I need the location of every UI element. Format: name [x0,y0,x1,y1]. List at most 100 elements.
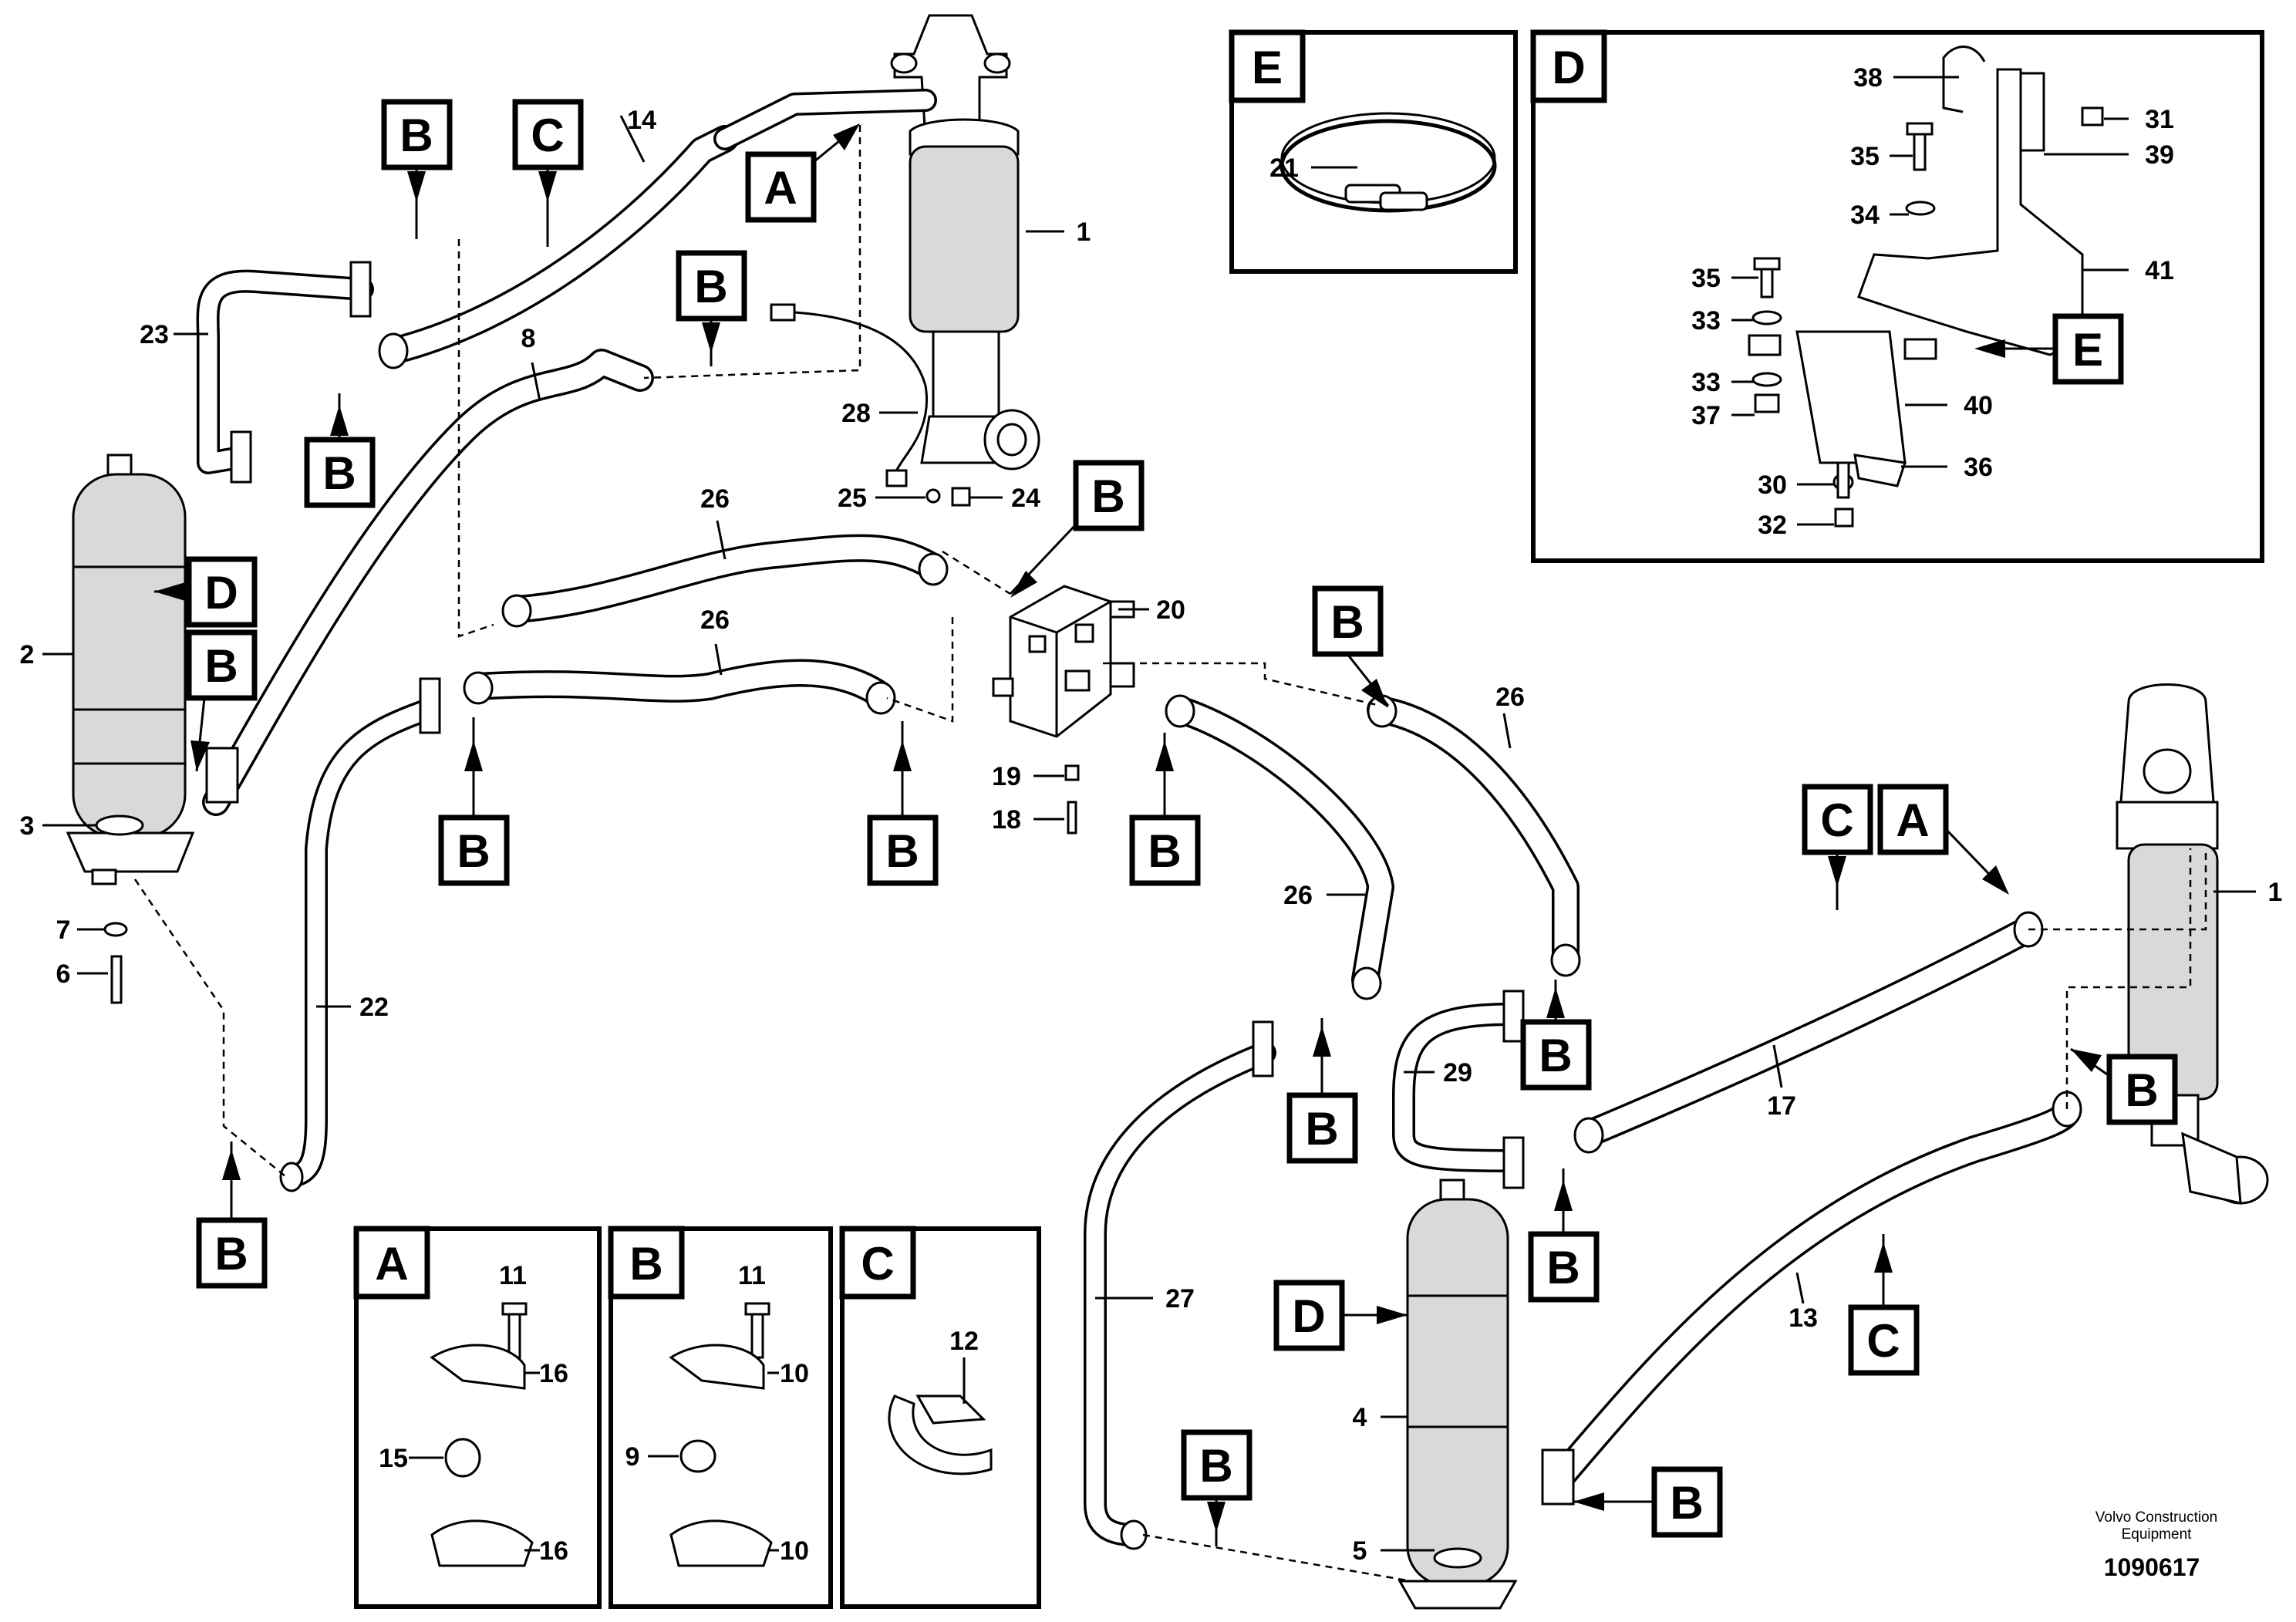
part-number-label: 40 [1964,391,1993,420]
callout-letter: D [1292,1290,1325,1342]
callout-letter: B [1148,825,1181,877]
manufacturer-credit: Volvo Construction [2095,1509,2217,1526]
valve-block: 20 19 18 [992,585,1185,835]
part-number-label: 37 [1691,401,1721,430]
sensor-cable-28 [794,311,929,475]
detail-panel-c: C 12 [839,1226,1041,1609]
u-bolt-part [1942,46,1986,113]
part-number-label: 5 [1353,1536,1367,1566]
part-number-label: 22 [359,993,389,1022]
part-number-label: 15 [379,1444,408,1473]
callout-letter: B [204,640,238,692]
callout-letter: B [457,825,490,877]
callout-letter: B [1305,1103,1338,1155]
callout-letter: D [204,567,238,619]
callout-letter: B [1199,1440,1232,1492]
callout-letter: C [861,1238,894,1290]
cylinder-right: 1 [2116,683,2283,1205]
detail-panel-d: D 38 31 39 35 34 41 [1530,29,2264,563]
part-number-label: 26 [700,484,730,514]
callout-letter: B [629,1238,663,1290]
callout-letter: C [1820,794,1853,846]
part-number-label: 11 [738,1261,766,1290]
part-number-label: 38 [1853,63,1883,93]
part-number-label: 27 [1165,1284,1195,1313]
callout-letter: B [1546,1242,1580,1293]
part-number-label: 11 [499,1261,527,1290]
detail-panel-b: B 11 10 9 10 [608,1226,833,1609]
callout-letter: A [375,1238,408,1290]
plate-part [1795,330,1907,464]
accumulator-left: 2 3 7 6 [20,454,195,1004]
part-number-label: 30 [1758,470,1787,500]
part-number-label: 29 [1443,1058,1472,1088]
callout-letter: B [2125,1064,2158,1116]
part-number-label: 23 [140,320,169,349]
callout-letter: D [1552,42,1585,93]
part-number-label: 41 [2145,256,2174,285]
part-number-label: 9 [625,1442,640,1472]
part-number-label: 26 [1283,881,1313,910]
part-number-label: 21 [1269,153,1299,183]
part-number-label: 26 [700,605,730,635]
part-number-label: 8 [521,324,536,353]
part-number-label: 28 [841,399,871,428]
part-number-label: 33 [1691,306,1721,336]
part-number-label: 6 [56,959,71,989]
callout-letter: B [400,110,433,161]
part-number-label: 3 [20,811,35,841]
part-number-label: 33 [1691,368,1721,397]
hose-8 [202,349,654,816]
part-number-label: 19 [992,762,1021,791]
callout-letter: B [1670,1477,1703,1529]
part-number-label: 12 [949,1327,979,1356]
cylinder-upper: 1 [890,14,1091,470]
part-number-label: 20 [1156,595,1185,625]
part-number-label: 10 [780,1359,809,1388]
part-number-label: 24 [1011,484,1040,513]
part-number-label: 1 [2268,878,2283,907]
detail-panel-e: E 21 [1229,29,1518,274]
part-number-label: 13 [1789,1303,1818,1333]
part-number-label: 14 [627,106,656,135]
part-number-label: 7 [56,916,71,945]
part-number-label: 35 [1850,142,1880,171]
accumulator-bottom: 4 5 [1353,1179,1518,1610]
part-number-label: 26 [1495,683,1525,712]
callout-letter: E [1252,42,1283,93]
part-number-label: 2 [20,640,35,669]
callout-letter: B [694,261,727,312]
callout-letter: B [1539,1030,1572,1081]
part-number-label: 39 [2145,140,2174,170]
part-number-label: 31 [2145,105,2174,134]
part-number-label: 1 [1077,218,1091,247]
hose-13 [1544,1097,2081,1495]
callout-letter: B [1330,596,1364,648]
callout-letter: B [1091,470,1124,522]
part-number-label: 16 [539,1359,568,1388]
part-number-label: 4 [1353,1403,1367,1432]
part-number-label: 18 [992,805,1021,835]
callout-letter: B [885,825,919,877]
footer: Volvo Construction Equipment 1090617 [2095,1509,2217,1581]
callout-boxes: B C A B B D B B [154,99,2178,1546]
callout-letter: B [322,447,356,499]
callout-letter: E [2072,324,2103,376]
bracket-part [1857,68,2084,356]
part-number-label: 16 [539,1536,568,1566]
part-number-label: 25 [838,484,867,513]
part-number-label: 35 [1691,264,1721,293]
cable-tie-part [888,1394,993,1475]
callout-letter: C [1866,1315,1900,1367]
callout-letter: A [1896,794,1929,846]
callout-letter: C [531,110,564,161]
drawing-number: 1090617 [2104,1553,2200,1581]
detail-panel-a: A 11 16 15 16 [353,1226,602,1609]
part-number-label: 10 [780,1536,809,1566]
part-number-label: 32 [1758,511,1787,540]
part-number-label: 34 [1850,201,1880,230]
callout-letter: A [764,162,797,214]
callout-letter: B [214,1228,248,1280]
part-number-label: 17 [1767,1091,1796,1121]
